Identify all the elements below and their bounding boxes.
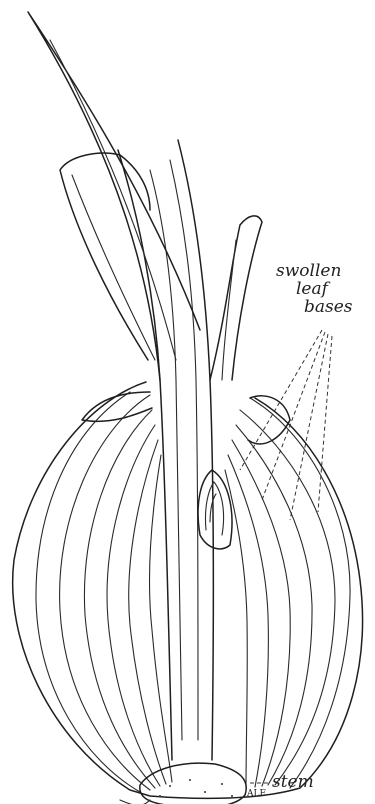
central-leaves bbox=[28, 12, 290, 760]
leader-lines bbox=[240, 330, 332, 783]
inner-bud bbox=[198, 470, 232, 549]
label-stem: stem bbox=[272, 773, 314, 792]
label-bases: bases bbox=[304, 298, 353, 317]
bulb-outline bbox=[13, 382, 363, 798]
right-scale-rings bbox=[225, 398, 350, 788]
artist-initials: ALF bbox=[247, 789, 266, 799]
left-scale-rings bbox=[36, 392, 172, 792]
